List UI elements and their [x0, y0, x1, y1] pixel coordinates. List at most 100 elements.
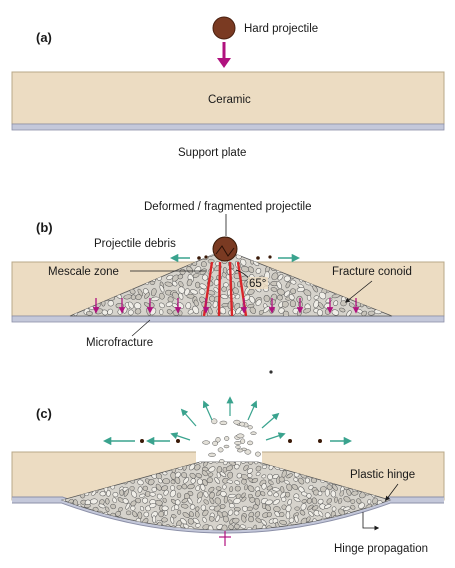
- fragment: [58, 506, 64, 511]
- fragment: [383, 525, 390, 532]
- fragment: [90, 525, 95, 530]
- fragment: [105, 498, 109, 504]
- fragment: [222, 484, 226, 489]
- fragment: [285, 492, 290, 497]
- fragment: [177, 493, 181, 498]
- fragment: [169, 252, 177, 258]
- fragment: [389, 255, 394, 261]
- fragment: [144, 253, 151, 260]
- fragment: [159, 309, 163, 315]
- fragment: [85, 522, 92, 530]
- fragment: [77, 524, 83, 531]
- fragment: [112, 525, 120, 531]
- ejecta-arrow-icon: [266, 434, 284, 440]
- fragment: [177, 510, 181, 515]
- fragment: [339, 519, 346, 523]
- ejecta-arrow-icon: [204, 402, 212, 420]
- fragment: [343, 524, 349, 531]
- fragment: [278, 252, 286, 261]
- fragment: [273, 492, 278, 497]
- fragment: [74, 510, 79, 515]
- fragment: [234, 511, 239, 516]
- ejecta-arrow-icon: [248, 402, 256, 420]
- fragment: [347, 250, 351, 258]
- fragment: [240, 252, 246, 257]
- deformed-projectile-label: Deformed / fragmented projectile: [144, 201, 311, 213]
- fragment: [373, 512, 379, 518]
- fragment: [387, 509, 391, 515]
- fragment: [323, 523, 331, 531]
- fragment: [325, 489, 329, 496]
- fragment: [103, 253, 110, 259]
- ejecta-fragment: [202, 441, 209, 445]
- ejecta-fragment: [213, 441, 218, 446]
- hard-projectile-label: Hard projectile: [244, 23, 318, 35]
- fragment: [201, 505, 206, 511]
- fragment: [79, 520, 84, 524]
- fragment: [158, 253, 164, 260]
- ejecta-fragment: [255, 452, 260, 456]
- ejecta-fragment: [235, 441, 242, 444]
- fragment: [57, 517, 64, 523]
- fragment: [318, 255, 325, 261]
- fragment: [179, 311, 183, 316]
- fragment: [267, 474, 272, 480]
- projectile-debris-label: Projectile debris: [94, 238, 176, 250]
- fragment: [286, 511, 290, 518]
- fragment: [385, 517, 393, 525]
- fragment: [106, 490, 110, 496]
- fragment: [290, 300, 296, 307]
- ejecta-fragment: [236, 446, 241, 449]
- fragment: [150, 251, 159, 259]
- panel-b-label: (b): [36, 220, 53, 235]
- fragment: [82, 254, 89, 262]
- fragment: [95, 250, 101, 259]
- ejecta-fragment: [245, 450, 251, 455]
- ejecta-fragment: [237, 434, 244, 438]
- fragment: [311, 251, 318, 258]
- fragment: [185, 302, 191, 309]
- fragment: [228, 472, 233, 478]
- ceramic-label: Ceramic: [208, 94, 251, 106]
- ejecta-fragment: [218, 448, 223, 452]
- ejecta-fragment: [224, 445, 229, 448]
- fragment: [104, 524, 108, 529]
- ejecta-fragment: [248, 426, 253, 430]
- plastic-hinge-label: Plastic hinge: [350, 469, 415, 481]
- hinge-propagation-label: Hinge propagation: [334, 543, 428, 555]
- fragment: [64, 524, 71, 530]
- fragment: [131, 294, 136, 299]
- support-plate-a: [12, 124, 444, 130]
- fragment: [98, 523, 104, 529]
- fragment: [70, 523, 77, 530]
- fragment: [340, 524, 346, 530]
- fragment: [67, 253, 72, 259]
- fragment: [357, 251, 365, 259]
- ejecta-fragment: [251, 432, 257, 435]
- fragment: [377, 511, 382, 516]
- fragment: [295, 507, 300, 511]
- support-plate-label: Support plate: [178, 147, 246, 159]
- fragment: [367, 499, 371, 504]
- fragment: [262, 252, 267, 260]
- panel-b: (b) Deformed / fragmented projectile Pro…: [12, 201, 444, 374]
- fragment: [305, 478, 310, 483]
- fragment: [374, 516, 382, 523]
- fragment: [376, 254, 383, 259]
- fragment: [366, 523, 373, 531]
- fragment: [170, 486, 175, 491]
- fragment: [351, 517, 359, 524]
- fragment: [282, 301, 289, 308]
- fragment: [114, 251, 120, 257]
- fragment: [163, 250, 172, 259]
- fragment: [84, 518, 91, 526]
- fragment: [209, 516, 215, 522]
- panel-c: (c) Plastic hinge Hinge propagation: [12, 398, 444, 555]
- fragment: [342, 253, 348, 260]
- fragment: [163, 478, 170, 484]
- fragment: [354, 525, 359, 531]
- fragment: [152, 487, 157, 492]
- fragment: [162, 506, 168, 511]
- ejecta-fragment: [241, 439, 245, 444]
- fragment: [143, 486, 148, 491]
